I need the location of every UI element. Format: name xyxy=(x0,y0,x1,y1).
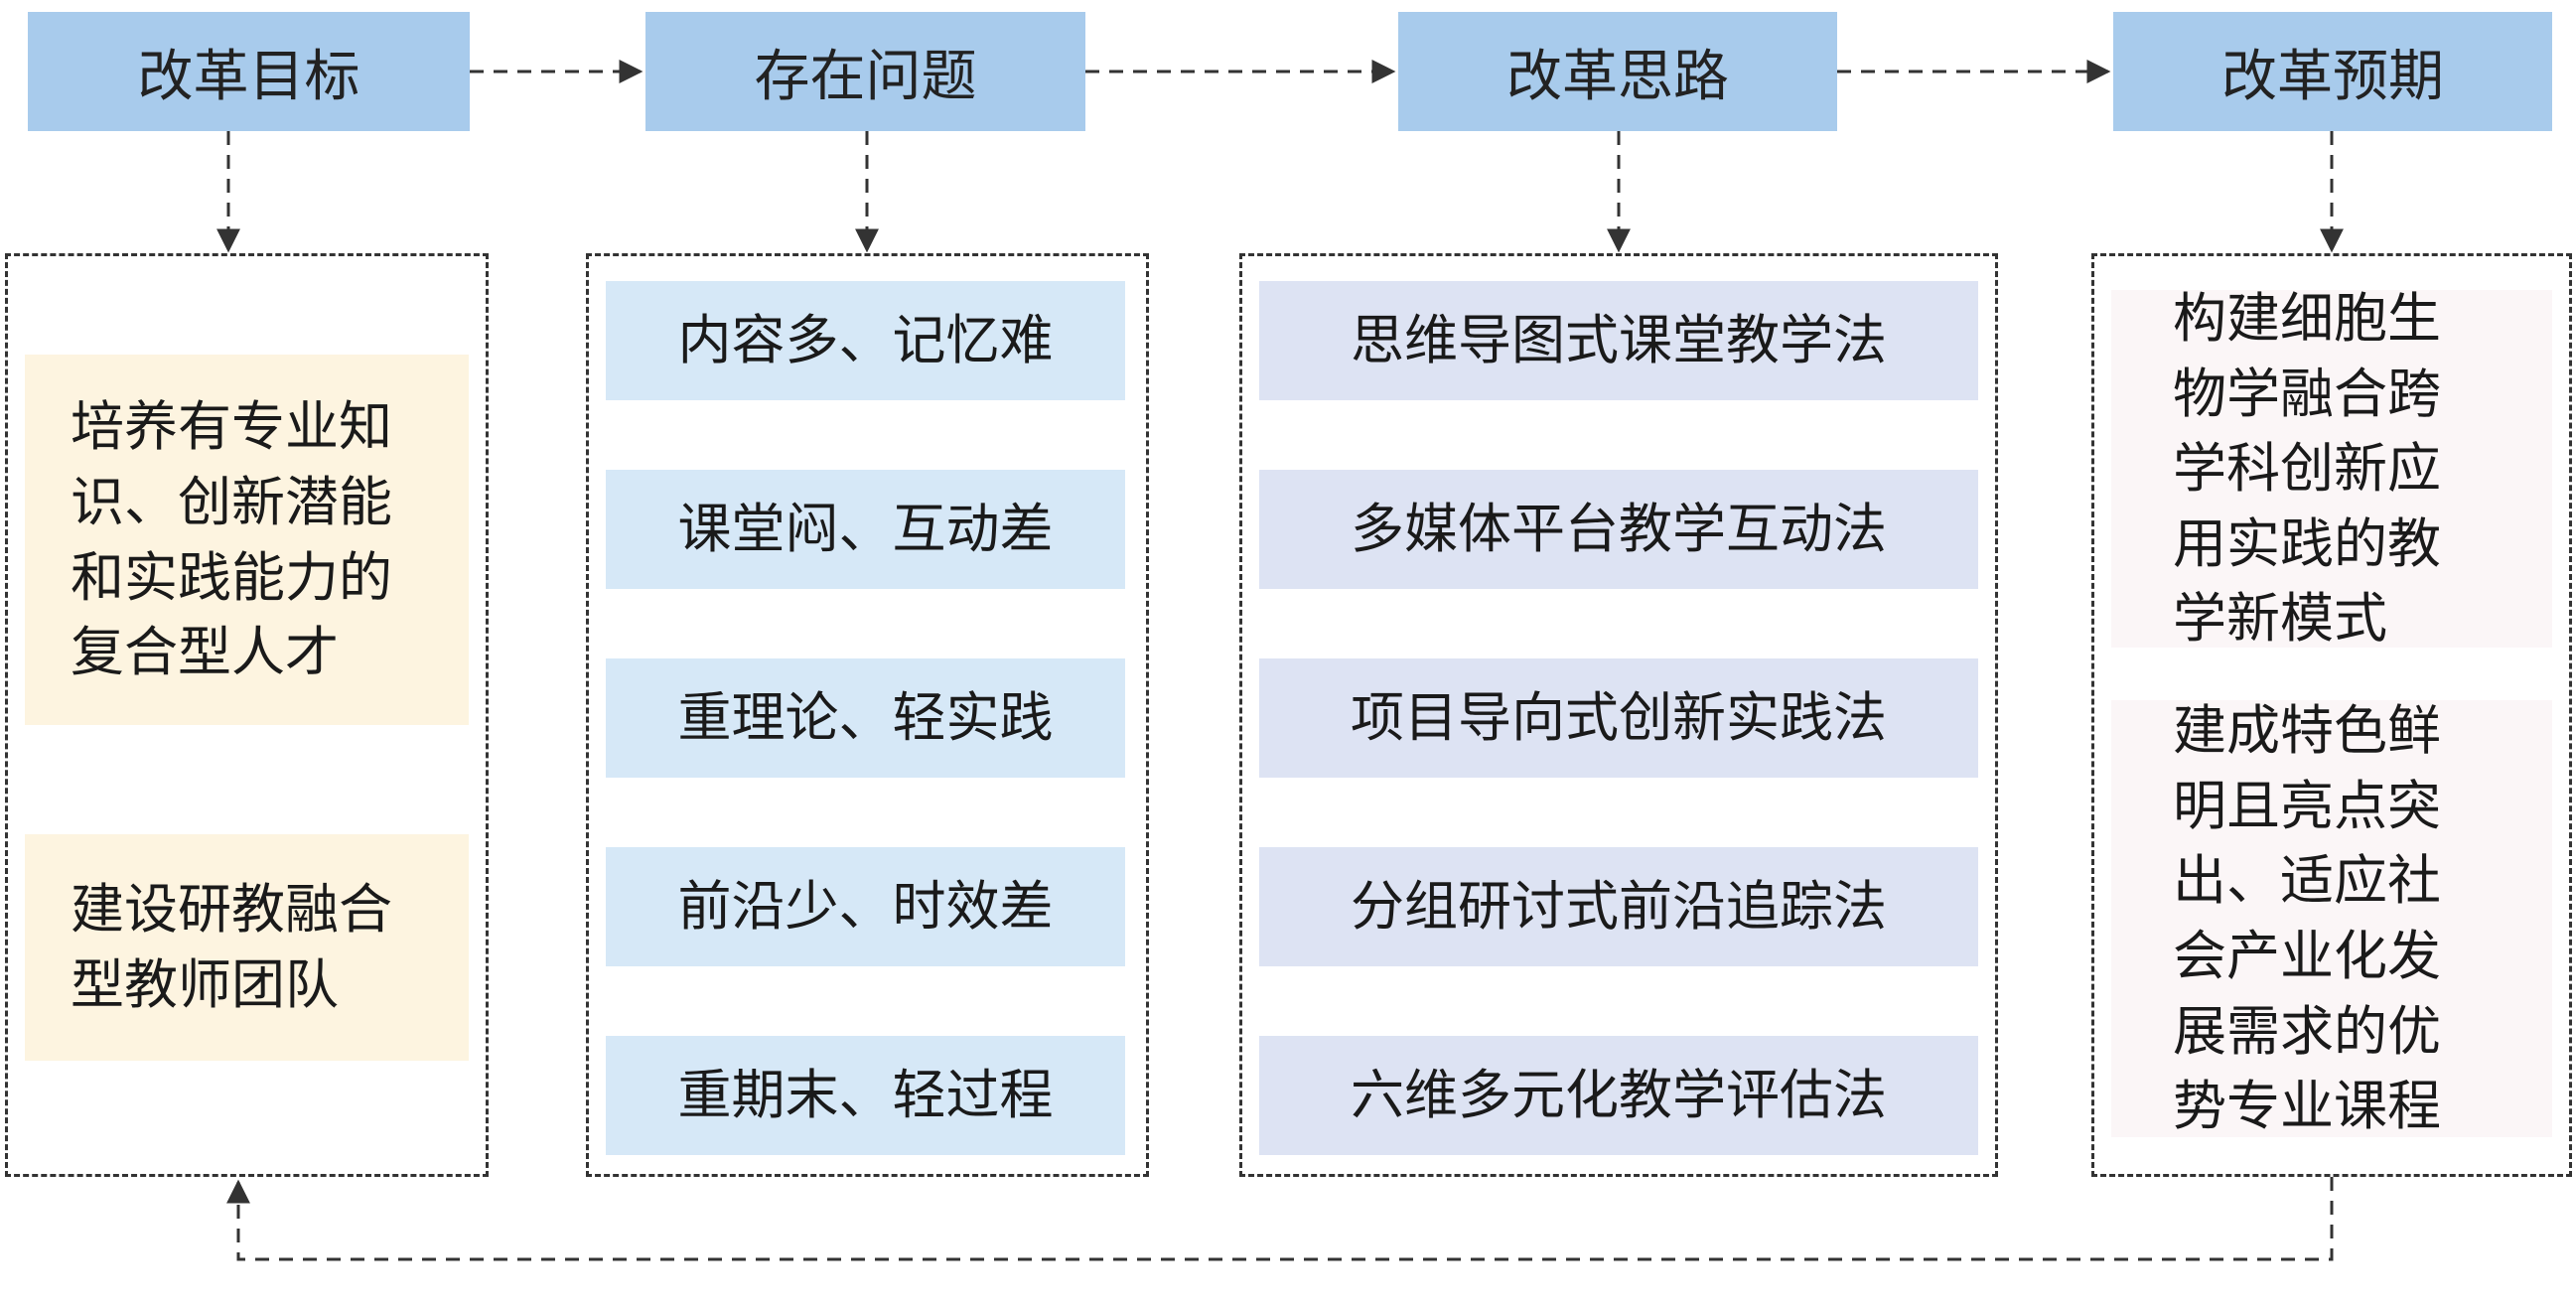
header-reform-expectation: 改革预期 xyxy=(2113,12,2552,131)
header-existing-problems: 存在问题 xyxy=(645,12,1085,131)
idea-column-frame xyxy=(1239,253,1998,1177)
idea-item: 多媒体平台教学互动法 xyxy=(1259,470,1978,589)
idea-item: 思维导图式课堂教学法 xyxy=(1259,281,1978,400)
feedback-loop-arrow xyxy=(226,1177,2334,1261)
header-reform-goal: 改革目标 xyxy=(28,12,470,131)
idea-item: 六维多元化教学评估法 xyxy=(1259,1036,1978,1155)
expectation-item: 构建细胞生物学融合跨学科创新应用实践的教学新模式 xyxy=(2111,287,2552,650)
idea-item: 项目导向式创新实践法 xyxy=(1259,658,1978,778)
expectation-column-frame xyxy=(2091,253,2572,1177)
goal-item: 培养有专业知识、创新潜能和实践能力的复合型人才 xyxy=(25,355,469,725)
problem-item: 课堂闷、互动差 xyxy=(606,470,1125,589)
problem-item: 重期末、轻过程 xyxy=(606,1036,1125,1155)
goal-item: 建设研教融合型教师团队 xyxy=(25,834,469,1061)
problem-item: 前沿少、时效差 xyxy=(606,847,1125,966)
idea-item: 分组研讨式前沿追踪法 xyxy=(1259,847,1978,966)
goal-column-frame xyxy=(5,253,489,1177)
expectation-item: 建成特色鲜明且亮点突出、适应社会产业化发展需求的优势专业课程 xyxy=(2111,699,2552,1137)
problem-item: 重理论、轻实践 xyxy=(606,658,1125,778)
header-reform-ideas: 改革思路 xyxy=(1398,12,1837,131)
problem-item: 内容多、记忆难 xyxy=(606,281,1125,400)
problem-column-frame xyxy=(586,253,1149,1177)
